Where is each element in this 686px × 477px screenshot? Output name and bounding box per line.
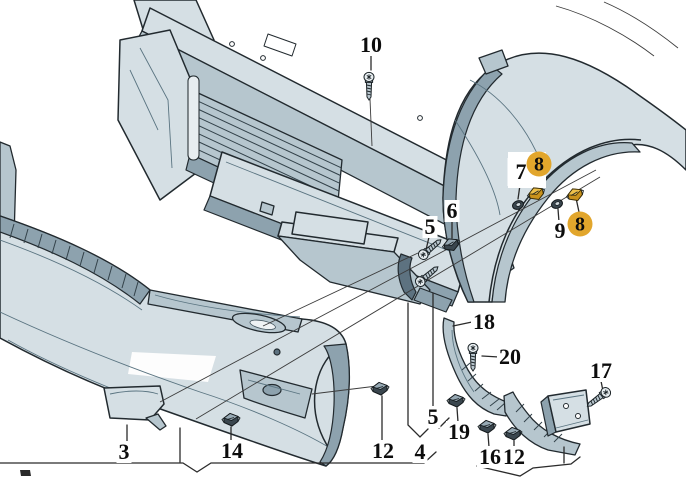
- fender-drawing: [442, 1, 686, 303]
- callout-12-17[interactable]: 12: [501, 444, 527, 469]
- callout-16-16[interactable]: 16: [477, 444, 503, 469]
- screw-icon: [467, 342, 479, 372]
- callout-12-12[interactable]: 12: [370, 438, 396, 463]
- callout-8-2[interactable]: 8: [526, 151, 552, 177]
- callout-4-13[interactable]: 4: [412, 439, 428, 464]
- clip-gold-icon: [564, 185, 587, 204]
- bumper-bracket-part: [503, 389, 591, 456]
- callout-19-15[interactable]: 19: [446, 419, 472, 444]
- washer-cover-cap-part: [103, 385, 167, 431]
- callout-5-6[interactable]: 5: [422, 214, 438, 239]
- washer-nozzle-opening: [231, 312, 287, 334]
- callout-17-9[interactable]: 17: [588, 358, 614, 383]
- clip-icon: [370, 382, 390, 396]
- leader-lines: [0, 53, 604, 477]
- callout-6-5[interactable]: 6: [444, 198, 460, 223]
- bumper-carrier-drawing: [117, 0, 515, 313]
- support-strut-part: [397, 253, 417, 301]
- callout-18-7[interactable]: 18: [471, 309, 497, 334]
- callout-14-11[interactable]: 14: [219, 438, 245, 463]
- callout-5-14[interactable]: 5: [425, 404, 441, 429]
- callout-20-8[interactable]: 20: [497, 344, 523, 369]
- callout-3-10[interactable]: 3: [116, 439, 132, 464]
- clip-icon: [477, 420, 497, 434]
- clip-icon: [446, 394, 466, 408]
- screw-icon: [363, 71, 375, 101]
- callout-10-0[interactable]: 10: [358, 32, 384, 57]
- screw-icon: [583, 385, 613, 411]
- callout-8-4[interactable]: 8: [567, 211, 593, 237]
- callout-9-3[interactable]: 9: [552, 218, 568, 243]
